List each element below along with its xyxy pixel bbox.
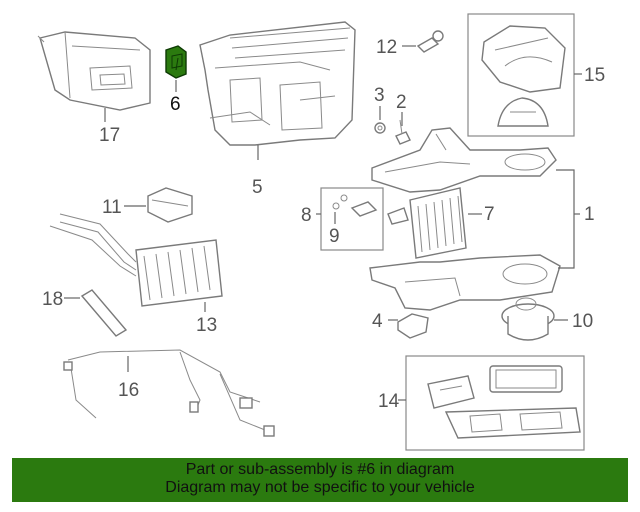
callout-12: 12: [376, 37, 397, 58]
callout-8: 8: [301, 205, 312, 226]
info-banner: Part or sub-assembly is #6 in diagram Di…: [12, 458, 628, 502]
callout-5: 5: [252, 177, 263, 198]
part-1-bracket-lines: [556, 169, 580, 269]
part-7-evaporator: [387, 187, 482, 259]
callout-13: 13: [196, 315, 217, 336]
banner-line-1: Part or sub-assembly is #6 in diagram: [185, 461, 455, 478]
part-17-duct-housing: [37, 31, 151, 122]
callout-17: 17: [99, 125, 120, 146]
callout-11: 11: [102, 197, 122, 218]
part-15-blower-housing: [467, 13, 582, 137]
callout-4: 4: [372, 311, 383, 332]
callout-9: 9: [329, 226, 340, 247]
part-1-upper-housing: [371, 127, 557, 193]
part-2-screw: [395, 112, 411, 145]
part-5-hvac-housing: [199, 21, 356, 160]
callout-14: 14: [378, 391, 400, 412]
part-12-sensor: [402, 30, 444, 53]
callout-2: 2: [396, 92, 407, 113]
callout-16: 16: [118, 380, 139, 401]
callout-7: 7: [484, 204, 495, 225]
part-1-lower-housing: [369, 254, 561, 311]
part-8-kit: [316, 187, 384, 251]
part-3-grommet: [374, 106, 386, 134]
part-14-kit: [398, 355, 585, 451]
callout-15: 15: [584, 65, 605, 86]
callout-10: 10: [572, 311, 593, 332]
part-6-actuator[interactable]: [165, 45, 187, 92]
part-16-wiring-harness: [63, 349, 275, 437]
banner-line-2: Diagram may not be specific to your vehi…: [165, 479, 475, 496]
part-18-filter: [64, 289, 128, 337]
callout-3: 3: [374, 85, 385, 106]
part-13-heater-core: [49, 213, 223, 312]
part-11-resistor: [124, 187, 193, 223]
callout-18: 18: [42, 289, 63, 310]
callout-6: 6: [170, 94, 181, 115]
part-10-blower-motor: [501, 297, 568, 341]
part-4-actuator: [388, 313, 429, 339]
callout-1: 1: [584, 204, 595, 225]
